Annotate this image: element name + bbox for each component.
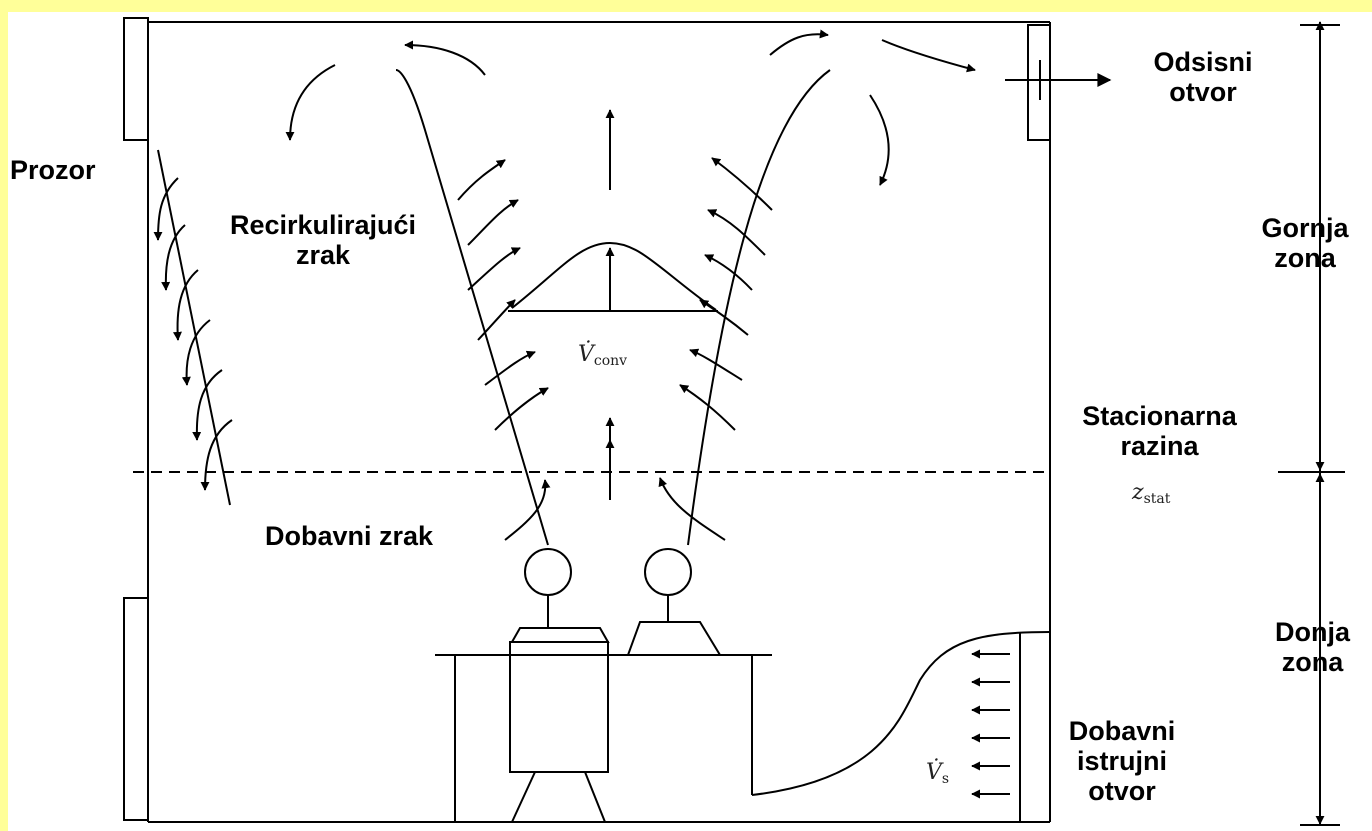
supply-air-label: Dobavni zrak bbox=[265, 521, 434, 551]
left-band bbox=[0, 0, 8, 831]
exhaust-label: Odsisni otvor bbox=[1153, 47, 1253, 107]
v-conv-symbol: V̇conv bbox=[578, 342, 628, 369]
window-downdraft-line bbox=[157, 149, 231, 506]
top-band bbox=[0, 0, 1372, 12]
stationary-level-label: Stacionarna razina bbox=[1082, 401, 1237, 461]
z-stat-symbol: zstat bbox=[1132, 480, 1171, 507]
velocity-profile bbox=[511, 241, 717, 311]
lower-zone-label: Donja zona bbox=[1274, 617, 1350, 677]
person-torso bbox=[509, 641, 609, 773]
upper-zone-label: Gornja zona bbox=[1261, 213, 1349, 273]
v-s-symbol: V̇s bbox=[926, 760, 950, 787]
plume-left-boundary bbox=[395, 69, 549, 546]
exhaust-opening bbox=[1027, 24, 1051, 141]
plume-right-boundary bbox=[687, 69, 831, 546]
window-label: Prozor bbox=[10, 155, 96, 185]
window-upper bbox=[123, 17, 149, 141]
window-lower bbox=[123, 597, 149, 821]
person-head-icon bbox=[644, 548, 692, 596]
recirculating-air-label: Recirkulirajući zrak bbox=[229, 210, 417, 270]
inlet-flow-curve bbox=[751, 631, 1051, 796]
supply-inlet-label: Dobavni istrujni otvor bbox=[1068, 716, 1176, 806]
person-head-icon bbox=[524, 548, 572, 596]
